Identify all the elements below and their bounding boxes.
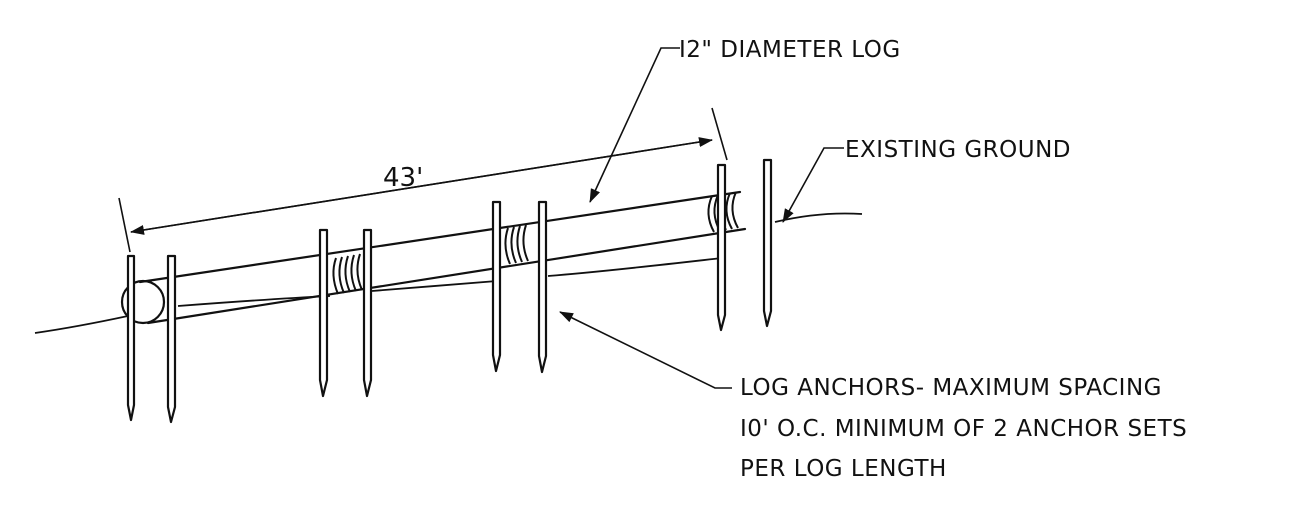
existing-ground-callout: EXISTING GROUND [782,137,1071,223]
anchor-stake [126,254,136,422]
existing-ground-label: EXISTING GROUND [845,137,1071,163]
anchor-stake [762,158,773,328]
log-end-cap [120,279,166,325]
log-diameter-label: I2" DIAMETER LOG [679,37,901,63]
log-anchors-label-line1: LOG ANCHORS- MAXIMUM SPACING [740,375,1162,401]
anchor-stake [716,163,727,332]
log-anchors-callout: LOG ANCHORS- MAXIMUM SPACING I0' O.C. MI… [559,311,1187,482]
anchor-set-3 [491,200,548,374]
anchor-set-2 [318,228,373,398]
anchor-stake [166,254,177,424]
log [120,190,747,325]
anchor-stake [491,200,502,373]
log-diameter-callout: I2" DIAMETER LOG [589,37,901,203]
log-anchors-label-line2: I0' O.C. MINIMUM OF 2 ANCHOR SETS [740,416,1187,442]
log-length-dimension-label: 43' [383,163,423,193]
anchor-stake [362,228,373,398]
existing-ground-line [34,212,863,334]
log-anchors-label-line3: PER LOG LENGTH [740,456,947,482]
anchor-stake [318,228,329,398]
anchor-stake [537,200,548,374]
anchor-set-4 [716,158,773,332]
anchor-set-1 [126,254,177,424]
length-dimension: 43' [118,107,728,253]
